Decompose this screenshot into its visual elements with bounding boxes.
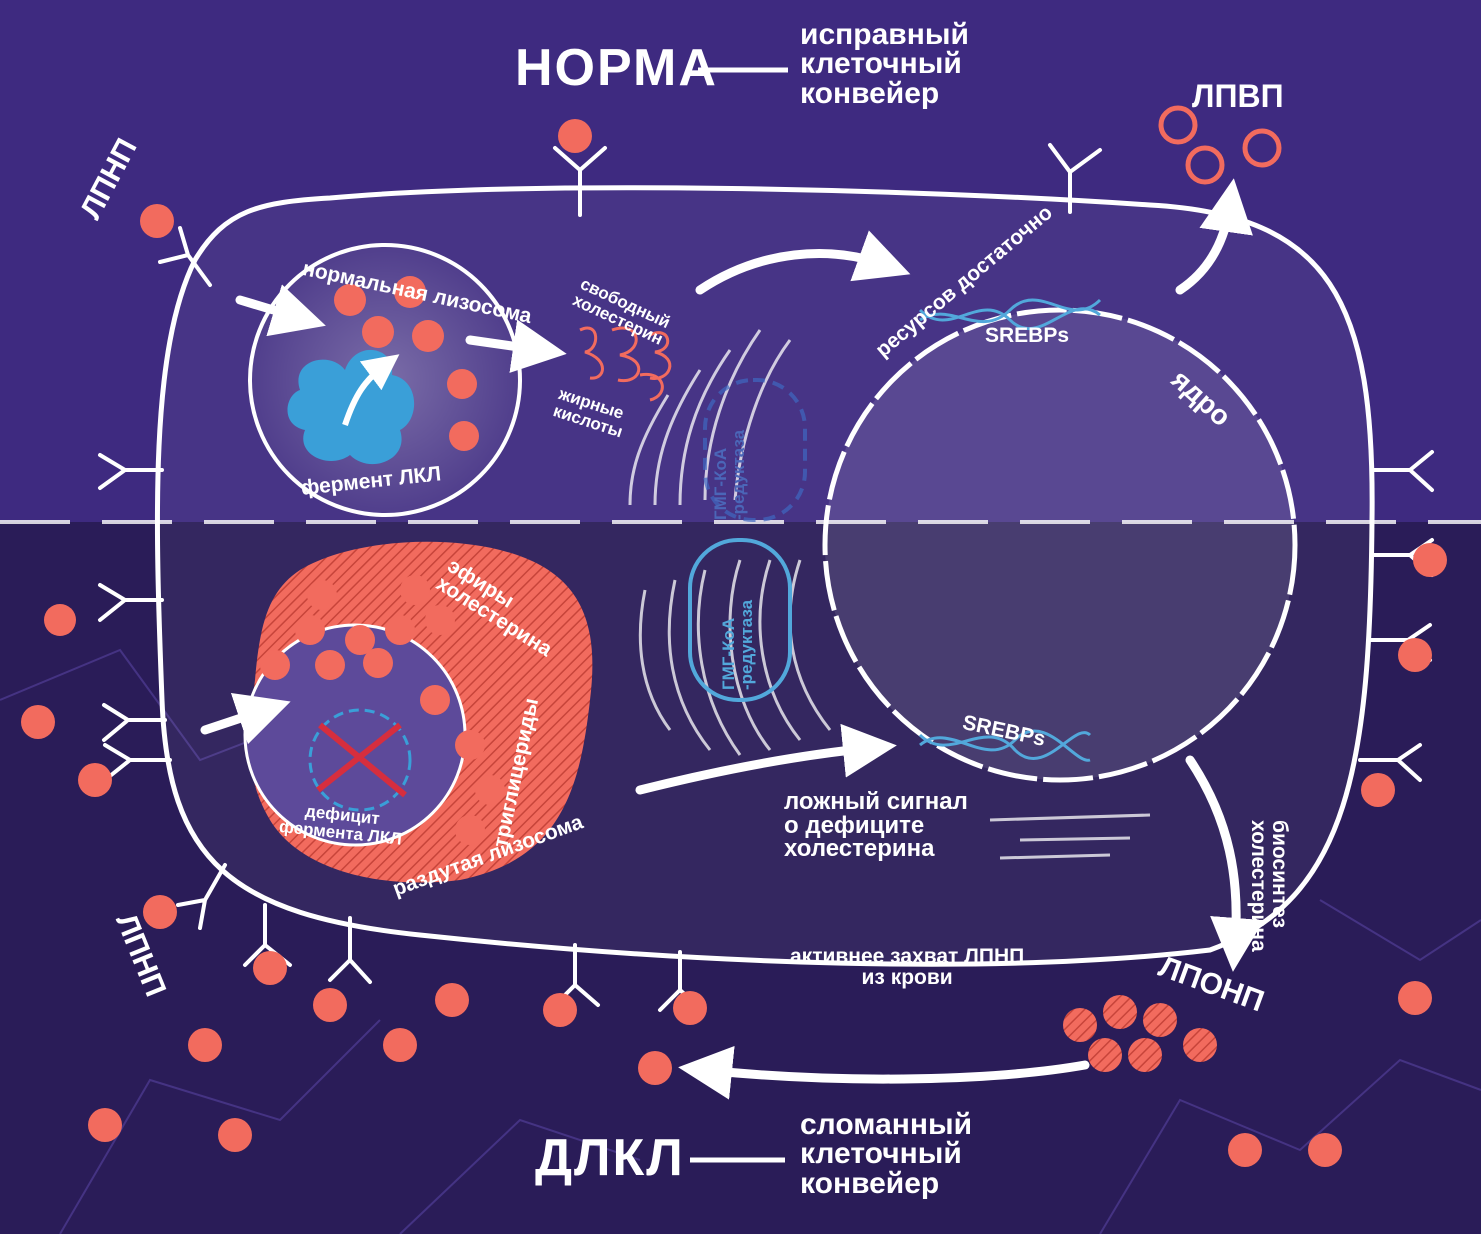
arrow-to-hdl	[1175, 178, 1253, 295]
dna-helix-top	[918, 298, 1102, 331]
active-uptake-line-1: активнее захват ЛПНП	[790, 945, 1025, 968]
title-normal: НОРМА	[515, 39, 718, 97]
nucleus	[822, 307, 1298, 783]
cross-mark-1	[318, 722, 407, 798]
arrow-to-nucleus-top	[695, 230, 911, 295]
biosynthesis-label: биосинтез холестерина	[1246, 820, 1291, 952]
vldl-particles	[1063, 995, 1217, 1072]
dna-helix-bottom	[918, 729, 1092, 762]
subtitle-dlkl: сломанный клеточный конвейер	[800, 1108, 973, 1200]
active-uptake-label: активнее захват ЛПНП из крови	[790, 946, 1024, 989]
flow-arrows	[200, 178, 1264, 1100]
hmg-bottom-line-1: ГМГ-КоА	[719, 617, 738, 690]
hdl-label: ЛПВП	[1192, 78, 1284, 114]
deficient-enzyme-outline	[308, 708, 412, 812]
arrow-to-blood	[678, 1045, 1090, 1100]
arrow-biosynthesis	[1185, 755, 1264, 972]
hmg-badge-bottom	[688, 538, 792, 702]
false-signal-line-2: о дефиците	[784, 811, 925, 839]
false-signal-line-3: холестерина	[784, 835, 935, 863]
false-signal-line-1: ложный сигнал	[784, 788, 968, 815]
subtitle-dlkl-line-3: конвейер	[800, 1166, 940, 1200]
normal-lysosome-particles	[334, 276, 479, 451]
title-dlkl: ДЛКЛ	[535, 1129, 685, 1187]
biosynthesis-line-2: холестерина	[1246, 820, 1270, 952]
subtitle-normal-line-1: исправный	[800, 18, 969, 51]
active-uptake-line-2: из крови	[861, 966, 953, 990]
srebps-label-top: SREBPs	[985, 324, 1070, 347]
subtitle-dlkl-line-1: сломанный	[800, 1108, 973, 1141]
false-signal-label: ложный сигнал о дефиците холестерина	[784, 790, 968, 861]
enzyme-arrow	[342, 354, 400, 426]
arrow-ldl-to-lysosome	[235, 284, 326, 337]
arrow-ldl-to-swollen	[200, 692, 291, 745]
arrow-lysosome-out	[465, 319, 567, 373]
biosynthesis-line-1: биосинтез	[1268, 820, 1291, 929]
arrow-false-signal	[635, 723, 897, 795]
hmg-top-line-1: ГМГ-КоА	[711, 447, 730, 520]
cross-mark-2	[316, 722, 402, 793]
subtitle-dlkl-line-2: клеточный	[800, 1137, 962, 1171]
hdl-particles	[1158, 105, 1282, 185]
receptors	[98, 143, 1434, 1012]
hmg-label-bottom: ГМГ-КоА -редуктаза	[719, 599, 756, 690]
hmg-label-top: ГМГ-КоА -редуктаза	[711, 429, 748, 520]
hmg-badge-top	[703, 378, 807, 522]
hmg-bottom-line-2: -редуктаза	[736, 599, 756, 690]
hmg-top-line-2: -редуктаза	[728, 429, 748, 520]
subtitle-normal-line-2: клеточный	[800, 47, 962, 81]
subtitle-normal-line-3: конвейер	[800, 76, 940, 110]
free-cholesterol-squiggles	[579, 326, 672, 402]
swollen-lysosome-particles	[260, 575, 505, 845]
subtitle-normal: исправный клеточный конвейер	[800, 18, 969, 110]
top-half-background	[0, 0, 1481, 522]
ldl-particles	[21, 119, 1447, 1167]
endoplasmic-reticulum	[628, 329, 1151, 860]
